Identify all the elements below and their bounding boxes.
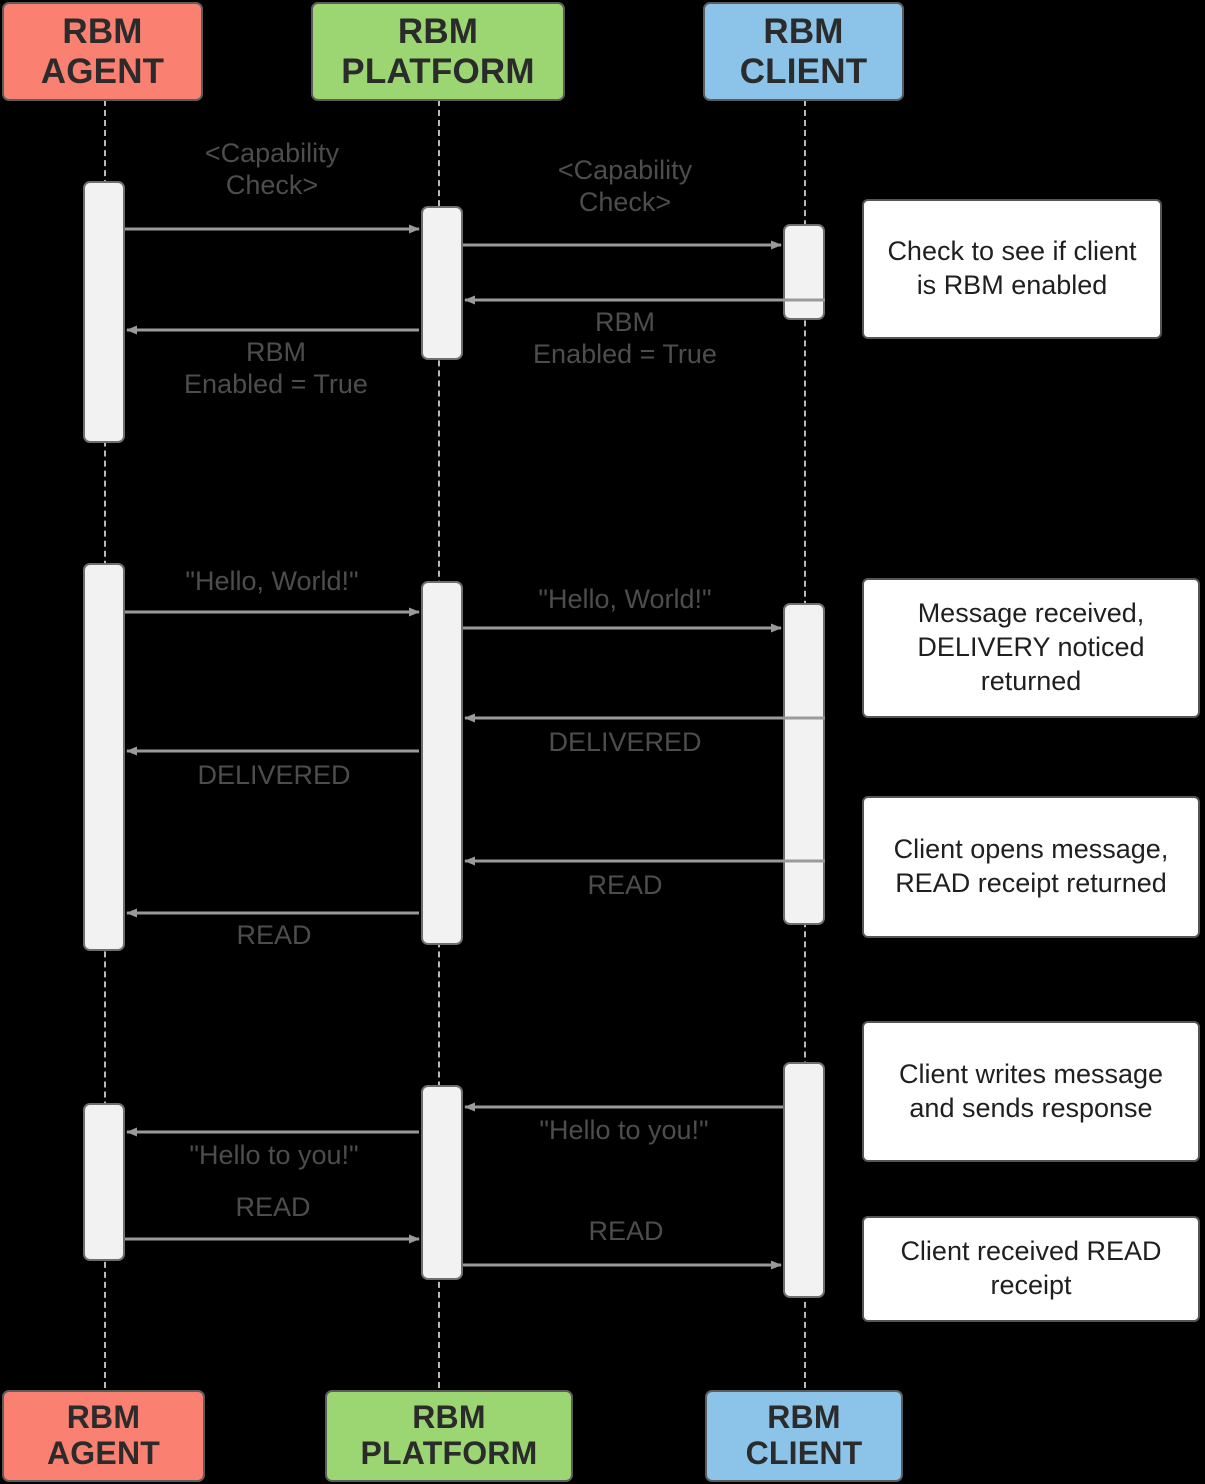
actor-footer-platform-line1: RBM [412, 1399, 486, 1436]
actor-header-client-line1: RBM [763, 12, 844, 52]
activation-client-1[interactable] [783, 224, 825, 320]
actor-footer-platform-line2: PLATFORM [360, 1435, 538, 1471]
activation-client-2[interactable] [783, 603, 825, 925]
actor-footer-agent-line1: RBM [66, 1399, 141, 1436]
message-label-m11: "Hello to you!" [539, 1115, 709, 1145]
actor-header-agent-line1: RBM [62, 12, 143, 52]
actor-header-client-line2: CLIENT [739, 51, 868, 91]
message-label-m9: READ [587, 870, 663, 900]
message-label-m1: <Capability Check> [204, 138, 340, 200]
actor-footer-client-line2: CLIENT [745, 1435, 863, 1471]
note-client-received-read[interactable]: Client received READ receipt [862, 1216, 1200, 1322]
activation-agent-3[interactable] [83, 1103, 125, 1261]
actor-footer-agent[interactable]: RBM AGENT [2, 1390, 205, 1482]
message-label-m5: "Hello, World!" [185, 566, 359, 596]
activation-agent-2[interactable] [83, 563, 125, 951]
actor-footer-client-line1: RBM [767, 1399, 841, 1436]
message-label-m2: <Capability Check> [557, 155, 693, 217]
actor-footer-platform[interactable]: RBM PLATFORM [325, 1390, 573, 1482]
note-client-writes-message[interactable]: Client writes message and sends response [862, 1021, 1200, 1162]
actor-header-platform-line1: RBM [397, 12, 479, 52]
note-message-received[interactable]: Message received, DELIVERY noticed retur… [862, 578, 1200, 718]
note-capability-check[interactable]: Check to see if client is RBM enabled [862, 199, 1162, 339]
message-label-m10: READ [236, 920, 312, 950]
actor-header-agent[interactable]: RBM AGENT [2, 2, 203, 101]
message-label-m12: "Hello to you!" [189, 1140, 359, 1170]
actor-footer-agent-line2: AGENT [47, 1435, 160, 1471]
message-label-m7: DELIVERED [548, 727, 702, 757]
actor-header-client[interactable]: RBM CLIENT [703, 2, 904, 101]
message-label-m3: RBM Enabled = True [533, 307, 717, 369]
message-label-m4: RBM Enabled = True [184, 337, 368, 399]
actor-footer-client[interactable]: RBM CLIENT [705, 1390, 903, 1482]
activation-platform-2[interactable] [421, 581, 463, 945]
message-label-m8: DELIVERED [197, 760, 351, 790]
activation-platform-1[interactable] [421, 206, 463, 360]
actor-header-agent-line2: AGENT [40, 51, 165, 91]
actor-header-platform[interactable]: RBM PLATFORM [311, 2, 565, 101]
message-label-m13: READ [235, 1192, 311, 1222]
activation-client-3[interactable] [783, 1062, 825, 1298]
note-client-opens-message[interactable]: Client opens message, READ receipt retur… [862, 796, 1200, 938]
actor-header-platform-line2: PLATFORM [341, 51, 535, 91]
activation-agent-1[interactable] [83, 181, 125, 443]
message-label-m6: "Hello, World!" [538, 584, 712, 614]
activation-platform-3[interactable] [421, 1085, 463, 1280]
message-label-m14: READ [588, 1216, 664, 1246]
